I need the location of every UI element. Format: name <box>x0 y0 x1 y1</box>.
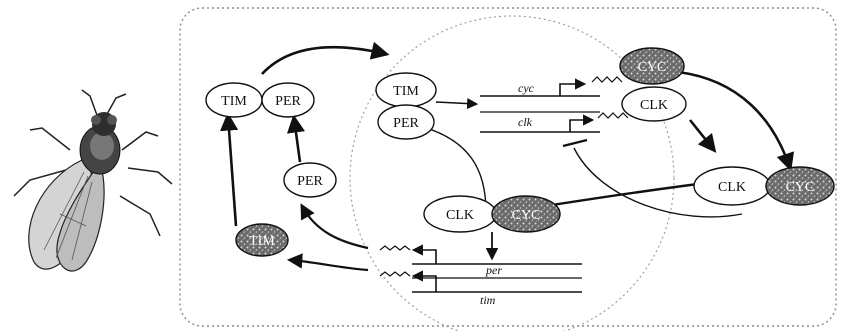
per-protein-cytoplasm: PER <box>283 162 337 198</box>
cyc-label: CYC <box>638 60 667 75</box>
timper-inhibits-clkcyc-line <box>419 125 487 213</box>
cyc-label: CYC <box>512 208 541 223</box>
nucleus-boundary <box>349 15 675 336</box>
per-to-complex-arrow <box>286 114 305 163</box>
clk-cyc-heterodimer-cytoplasm: CLK CYC <box>693 166 835 206</box>
per-gene-label: per <box>485 263 502 277</box>
tim-gene-label: tim <box>480 293 496 307</box>
cell-frame <box>179 7 837 327</box>
tim-label: TIM <box>221 94 247 109</box>
tim-protein-cytoplasm: TIM <box>235 223 289 257</box>
tim-label: TIM <box>249 234 275 249</box>
tim-translation-arrow <box>286 253 369 272</box>
clkcyc-inhibits-clk-line <box>573 147 743 218</box>
per-label: PER <box>393 116 419 131</box>
tim-to-complex-arrow <box>219 112 239 227</box>
cyc-protein-top: CYC <box>619 47 685 85</box>
inhibition-bar-2 <box>562 138 588 148</box>
clk-label: CLK <box>446 208 474 223</box>
tim-per-complex-cytoplasm: TIM PER <box>205 82 315 118</box>
cyc-to-heterodimer-arrow <box>677 70 795 172</box>
cyc-label: CYC <box>786 180 815 195</box>
tim-per-complex-nucleus: TIM PER <box>375 72 437 140</box>
per-label: PER <box>275 94 301 109</box>
per-translation-arrow <box>300 203 369 250</box>
clk-to-heterodimer-arrow <box>688 119 717 153</box>
nuclear-entry-arrow <box>261 41 390 75</box>
cyc-gene-label: cyc <box>518 81 535 95</box>
clk-label: CLK <box>718 180 746 195</box>
clk-gene-label: clk <box>518 115 533 129</box>
clk-label: CLK <box>640 98 668 113</box>
clk-cyc-heterodimer-nucleus: CLK CYC <box>423 195 561 233</box>
tim-label: TIM <box>393 84 419 99</box>
fruit-fly-icon <box>13 89 173 272</box>
timper-to-cycclk-arrow <box>435 97 479 110</box>
per-label: PER <box>297 174 323 189</box>
clk-protein-top: CLK <box>621 86 687 122</box>
